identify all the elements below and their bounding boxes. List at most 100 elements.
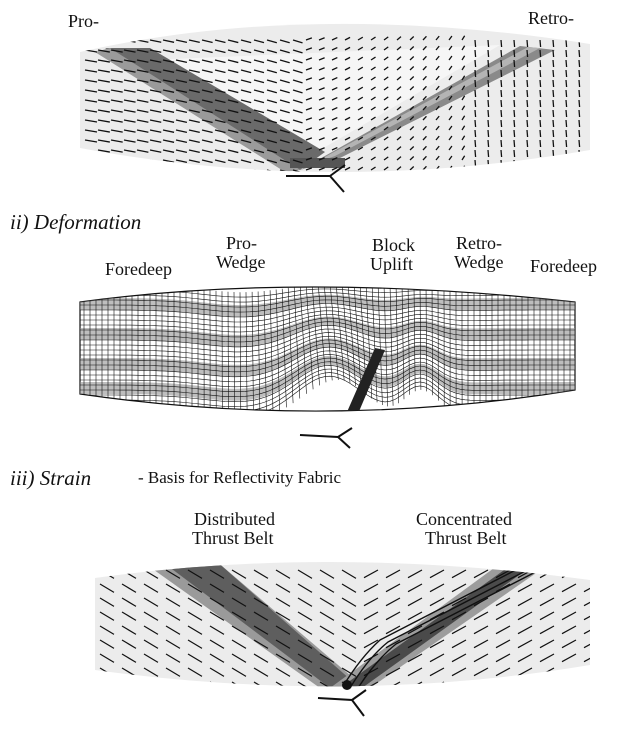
velocity-vector (227, 59, 239, 64)
velocity-vector (266, 119, 278, 124)
velocity-vector (344, 46, 351, 51)
velocity-vector (214, 79, 226, 84)
velocity-vector (188, 89, 200, 94)
velocity-vector (136, 109, 149, 113)
velocity-vector (136, 129, 149, 133)
velocity-vector (318, 37, 325, 41)
fabric-tick (583, 639, 590, 649)
velocity-vector (461, 45, 466, 51)
velocity-vector (149, 99, 162, 103)
fabric-tick (231, 625, 247, 635)
velocity-vector (513, 169, 516, 173)
velocity-vector (97, 119, 110, 123)
fabric-tick (121, 625, 137, 635)
velocity-vector (292, 99, 303, 104)
velocity-vector (279, 149, 290, 154)
velocity-vector (214, 39, 226, 44)
velocity-vector (214, 109, 226, 114)
velocity-vector (448, 85, 453, 91)
fabric-tick (385, 653, 401, 663)
velocity-vector (110, 69, 123, 73)
velocity-vector (318, 97, 325, 101)
fabric-tick (495, 569, 511, 579)
velocity-vector (305, 167, 313, 171)
fabric-tick (99, 583, 115, 593)
velocity-vector (539, 79, 542, 88)
velocity-vector (409, 66, 415, 71)
velocity-vector (214, 89, 226, 94)
fabric-tick (319, 667, 335, 677)
velocity-vector (422, 165, 427, 171)
fabric-tick (451, 639, 467, 649)
velocity-vector (175, 69, 188, 73)
velocity-vector (266, 159, 278, 164)
velocity-vector (526, 169, 529, 173)
velocity-vector (474, 169, 477, 173)
velocity-vector (97, 99, 110, 103)
mesh-line-vertical (233, 291, 235, 412)
retro-wedge-label-2: Wedge (454, 252, 504, 272)
fabric-tick (319, 681, 335, 687)
velocity-vector (552, 149, 555, 158)
fabric-tick (143, 597, 159, 607)
velocity-vector (162, 49, 175, 53)
velocity-vector (344, 166, 351, 171)
fabric-tick (231, 639, 247, 649)
velocity-vector (149, 139, 162, 143)
velocity-vector (201, 149, 213, 154)
velocity-vector (292, 159, 303, 164)
velocity-vector (513, 49, 516, 58)
velocity-vector (279, 89, 290, 94)
fabric-tick (407, 569, 423, 579)
velocity-vector (136, 99, 149, 103)
velocity-vector (201, 49, 213, 54)
velocity-vector (84, 79, 98, 83)
velocity-vector (162, 169, 175, 173)
velocity-vector (513, 79, 516, 88)
fabric-tick (363, 611, 379, 621)
fabric-tick (99, 681, 115, 687)
velocity-vector (201, 59, 213, 64)
velocity-vector (240, 79, 252, 84)
velocity-vector (552, 79, 555, 88)
fabric-tick (209, 597, 225, 607)
velocity-vector (175, 39, 188, 43)
velocity-vector (383, 36, 389, 41)
fabric-tick (165, 583, 181, 593)
velocity-vector (383, 76, 389, 81)
fabric-tick (143, 667, 159, 677)
velocity-vector (552, 129, 555, 138)
velocity-vector (448, 65, 453, 71)
velocity-vector (279, 109, 290, 114)
fabric-tick (297, 667, 313, 677)
velocity-vector (344, 116, 351, 121)
mesh-line-vertical (354, 287, 362, 391)
velocity-vector (292, 109, 303, 114)
velocity-vector (84, 59, 98, 63)
velocity-vector (279, 59, 290, 64)
velocity-vector (474, 59, 477, 68)
velocity-vector (565, 69, 568, 78)
velocity-vector (539, 129, 542, 138)
velocity-vector (201, 89, 213, 94)
velocity-vector (123, 89, 136, 93)
velocity-vector (474, 49, 477, 58)
fabric-tick (231, 597, 247, 607)
fabric-tick (297, 611, 313, 621)
velocity-vector (162, 159, 175, 163)
fabric-tick (429, 597, 445, 607)
fabric-tick (429, 681, 445, 687)
velocity-vector (84, 169, 98, 173)
velocity-vector (396, 86, 402, 91)
fabric-tick (341, 611, 357, 621)
fabric-tick (561, 597, 577, 607)
velocity-vector (136, 89, 149, 93)
fabric-tick (363, 639, 379, 649)
retro-label: Retro- (528, 8, 574, 28)
velocity-vector (513, 139, 516, 148)
velocity-vector (305, 87, 313, 91)
velocity-vector (110, 79, 123, 83)
velocity-vector (162, 89, 175, 93)
velocity-vector (357, 116, 364, 121)
velocity-vector (344, 66, 351, 71)
